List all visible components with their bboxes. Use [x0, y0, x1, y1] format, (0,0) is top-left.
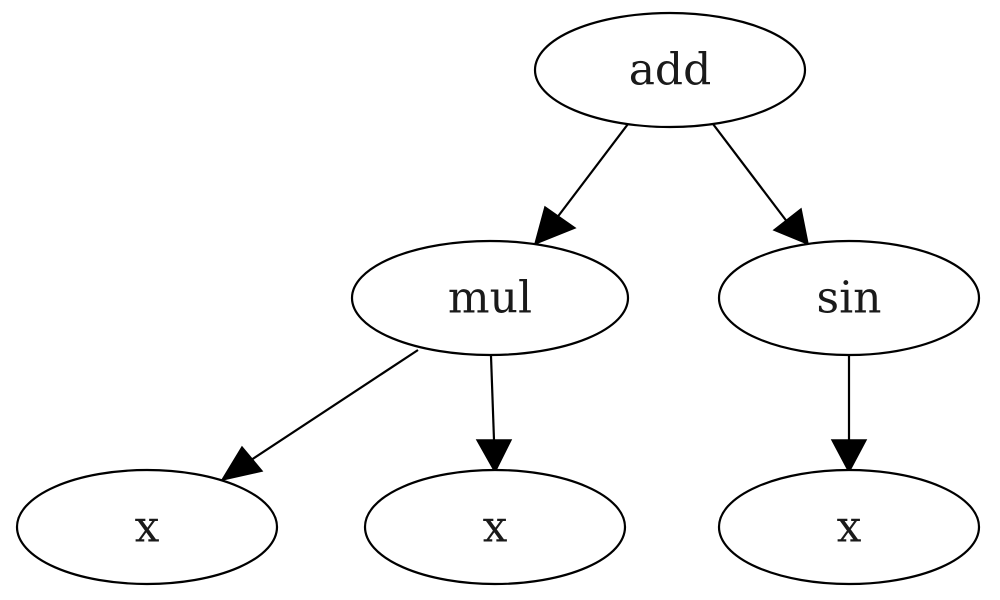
node-x-left: x — [15, 468, 279, 586]
edge-add-to-mul — [533, 123, 629, 246]
node-label: add — [629, 45, 712, 96]
arrowhead — [772, 207, 810, 246]
arrowhead — [475, 439, 513, 474]
node-x-right: x — [717, 468, 981, 586]
arrowhead — [830, 439, 868, 474]
node-mul: mul — [350, 239, 630, 357]
node-label: x — [483, 502, 508, 553]
edge-sin-to-x-right — [830, 356, 868, 474]
arrowhead — [220, 445, 264, 482]
node-label: sin — [817, 273, 882, 324]
edge-mul-to-x-middle — [475, 355, 513, 474]
node-add: add — [533, 11, 807, 129]
node-label: x — [837, 502, 862, 553]
node-sin: sin — [717, 239, 981, 357]
arrowhead — [533, 205, 577, 246]
nodes-layer: add mul sin x x x — [15, 11, 981, 586]
node-x-middle: x — [363, 468, 627, 586]
edge-mul-to-x-left — [220, 349, 419, 482]
node-label: mul — [448, 273, 532, 324]
edges-layer — [220, 123, 868, 482]
node-label: x — [135, 502, 160, 553]
edge-add-to-sin — [712, 123, 810, 246]
